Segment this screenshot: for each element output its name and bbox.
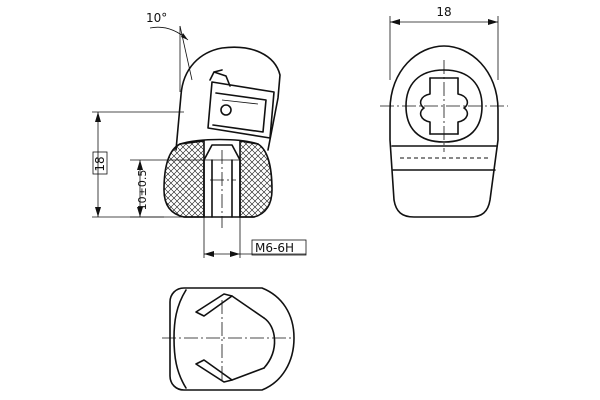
- clip-tab: [209, 69, 231, 87]
- clip-jaw-upper: [195, 293, 233, 317]
- ball-insert: [207, 81, 275, 139]
- socket-lobes: [419, 77, 469, 135]
- side-view: 10° 18 10±0.5 M6-6H: [92, 11, 307, 258]
- front-outline: [389, 45, 499, 218]
- width-dimension-label: 18: [436, 5, 451, 19]
- threaded-bore: [203, 144, 241, 218]
- ball-insert-inner: [212, 92, 267, 133]
- ball-pin: [220, 104, 232, 116]
- angle-label: 10°: [146, 11, 167, 25]
- clip-jaw-lower: [195, 359, 233, 383]
- socket-cap-outline: [175, 46, 281, 151]
- top-outline: [169, 287, 295, 391]
- socket-opening: [405, 69, 483, 143]
- thread-depth-label: 10±0.5: [136, 170, 149, 211]
- body-section-hatch-right: [239, 140, 273, 218]
- front-view: 18: [380, 5, 508, 218]
- height-dimension-label: 18: [93, 156, 107, 171]
- top-view: [162, 287, 295, 391]
- body-section-hatch: [163, 140, 205, 218]
- thread-size-label: M6-6H: [255, 241, 294, 255]
